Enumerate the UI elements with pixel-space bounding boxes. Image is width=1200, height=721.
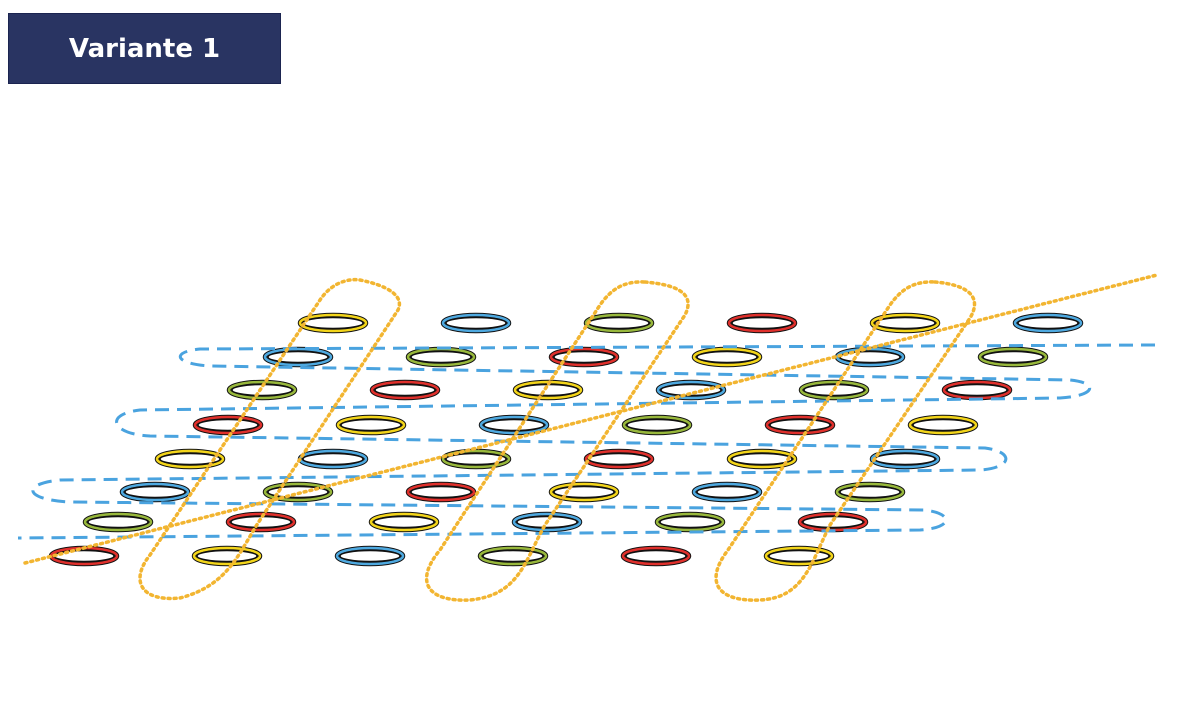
ring-red: [620, 545, 692, 567]
ring-red: [192, 414, 264, 436]
ring-blue: [478, 414, 550, 436]
ring-blue: [119, 481, 191, 503]
ring-green: [654, 511, 726, 533]
ring-yellow: [154, 448, 226, 470]
ring-yellow: [726, 448, 798, 470]
orange-loop-3: [714, 280, 977, 602]
orange-dotted-paths: [23, 273, 1159, 602]
ring-blue: [869, 448, 941, 470]
ring-red: [369, 379, 441, 401]
ring-yellow: [368, 511, 440, 533]
ring-red: [405, 481, 477, 503]
ring-yellow: [191, 545, 263, 567]
variant-title: Variante 1: [8, 13, 281, 84]
ring-blue: [1012, 312, 1084, 334]
ring-green: [440, 448, 512, 470]
ring-blue: [334, 545, 406, 567]
ring-yellow: [869, 312, 941, 334]
ring-yellow: [763, 545, 835, 567]
ring-red: [726, 312, 798, 334]
orange-diagonal-line: [23, 273, 1159, 565]
rings-layer: [48, 312, 1084, 567]
ring-green: [834, 481, 906, 503]
ring-green: [82, 511, 154, 533]
ring-red: [548, 346, 620, 368]
ring-yellow: [907, 414, 979, 436]
ring-red: [941, 379, 1013, 401]
ring-blue: [262, 346, 334, 368]
ring-yellow: [297, 312, 369, 334]
ring-green: [798, 379, 870, 401]
ring-blue: [297, 448, 369, 470]
ring-green: [621, 414, 693, 436]
ring-blue: [691, 481, 763, 503]
ring-yellow: [548, 481, 620, 503]
ring-blue: [440, 312, 512, 334]
ring-red: [797, 511, 869, 533]
ring-green: [477, 545, 549, 567]
ring-blue: [655, 379, 727, 401]
ring-green: [405, 346, 477, 368]
ring-red: [764, 414, 836, 436]
ring-green: [583, 312, 655, 334]
ring-green: [262, 481, 334, 503]
ring-blue: [511, 511, 583, 533]
ring-yellow: [335, 414, 407, 436]
ring-red: [48, 545, 120, 567]
ring-red: [583, 448, 655, 470]
ring-yellow: [691, 346, 763, 368]
ring-green: [977, 346, 1049, 368]
orange-loop-1: [138, 277, 402, 601]
orange-loop-2: [424, 280, 690, 602]
blue-dashed-serpentine-path: [17, 343, 1156, 540]
ring-blue: [834, 346, 906, 368]
